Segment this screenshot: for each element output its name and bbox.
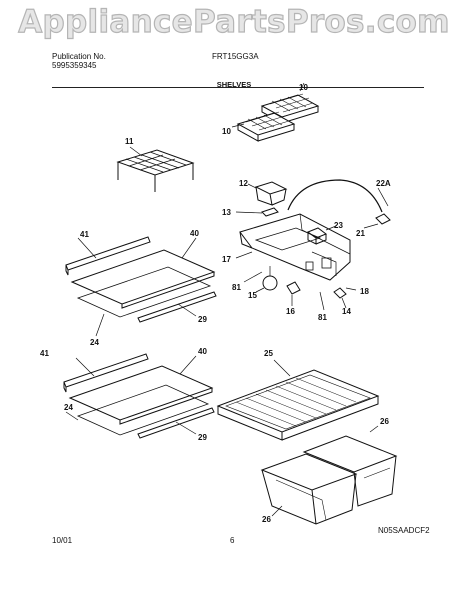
callout-29-lower: 29 xyxy=(198,433,207,442)
callout-40-upper: 40 xyxy=(190,229,199,238)
footer-date: 10/01 xyxy=(52,536,73,545)
publication-label: Publication No. xyxy=(52,52,106,61)
callout-40-lower: 40 xyxy=(198,347,207,356)
callout-21: 21 xyxy=(356,229,365,238)
callout-14: 14 xyxy=(342,307,351,316)
icemaker-housing xyxy=(239,213,351,281)
callout-24-upper: 24 xyxy=(90,338,99,347)
wire-shelf xyxy=(116,146,195,192)
callout-26-right: 26 xyxy=(380,417,389,426)
drawing-code: N05SAADCF2 xyxy=(378,526,430,535)
ice-tray-upper xyxy=(260,93,320,124)
upper-shelf-assembly xyxy=(65,236,217,323)
callout-41-upper: 41 xyxy=(80,230,89,239)
callout-26-left: 26 xyxy=(262,515,271,524)
callout-22a: 22A xyxy=(376,179,391,188)
damper-knob xyxy=(262,275,278,291)
callout-12: 12 xyxy=(239,179,248,188)
grommet xyxy=(333,287,347,299)
rod-end xyxy=(286,281,301,295)
callout-23: 23 xyxy=(334,221,343,230)
callout-81-right: 81 xyxy=(318,313,327,322)
ice-tray-lower xyxy=(236,111,296,142)
section-title: SHELVES xyxy=(216,80,252,89)
ice-bucket-cover xyxy=(247,181,288,206)
model-number: FRT15GG3A xyxy=(212,52,259,61)
crisper-drawer-right xyxy=(302,435,398,507)
page-number: 6 xyxy=(230,536,235,545)
callout-25: 25 xyxy=(264,349,273,358)
callout-10-bottom: 10 xyxy=(222,127,231,136)
callout-16: 16 xyxy=(286,307,295,316)
callout-13: 13 xyxy=(222,208,231,217)
callout-15: 15 xyxy=(248,291,257,300)
callout-29-upper: 29 xyxy=(198,315,207,324)
publication-number: 5995359345 xyxy=(52,61,97,70)
callout-24-lower: 24 xyxy=(64,403,73,412)
callout-10-top: 10 xyxy=(299,83,308,92)
callout-17: 17 xyxy=(222,255,231,264)
callout-41-lower: 41 xyxy=(40,349,49,358)
watermark-logo: AppliancePartsPros.com xyxy=(18,3,450,40)
crisper-cover xyxy=(216,369,380,441)
callout-81-left: 81 xyxy=(232,283,241,292)
crisper-drawer-left xyxy=(260,453,358,525)
callout-18: 18 xyxy=(360,287,369,296)
wire-harness xyxy=(287,179,383,213)
lower-shelf-assembly xyxy=(63,353,215,439)
connector-plug xyxy=(375,213,391,225)
callout-11: 11 xyxy=(125,137,134,146)
header-rule xyxy=(52,87,424,88)
thermostat-control xyxy=(306,227,328,245)
bracket-part xyxy=(261,207,279,217)
